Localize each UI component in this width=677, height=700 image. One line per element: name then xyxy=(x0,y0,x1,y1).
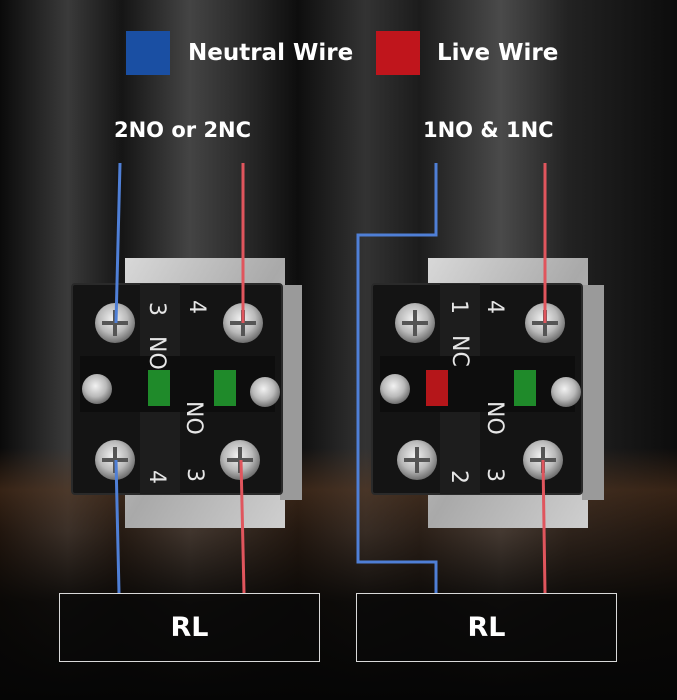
live-wire-label: Live Wire xyxy=(437,40,559,66)
left-neutral-wire-out xyxy=(114,459,121,594)
left-contact-block xyxy=(71,258,302,528)
right-terminal-number-top-left: 1 xyxy=(446,300,471,314)
right-terminal-number-top-right: 4 xyxy=(482,300,507,314)
right-neutral-wire-loop xyxy=(356,163,438,593)
neutral-wire-swatch xyxy=(126,31,170,75)
left-terminal-number-bottom-left: 4 xyxy=(144,470,169,484)
left-middle-band xyxy=(80,356,275,412)
left-neutral-wire-in xyxy=(114,162,122,324)
right-middle-band xyxy=(380,356,575,412)
right-indicator-1 xyxy=(426,370,448,406)
left-load-box: RL xyxy=(59,593,320,662)
right-contact-type-bottom: NO xyxy=(482,401,507,435)
left-side-plate xyxy=(280,285,302,500)
left-terminal-number-top-left: 3 xyxy=(144,302,169,316)
left-screw-mid-right xyxy=(250,377,280,407)
left-indicator-2 xyxy=(214,370,236,406)
right-screw-mid-left xyxy=(380,374,410,404)
left-screw-mid-left xyxy=(82,374,112,404)
right-load-box: RL xyxy=(356,593,617,662)
left-indicator-1 xyxy=(148,370,170,406)
right-screw-bottom-left xyxy=(397,440,437,480)
left-terminal-number-top-right: 4 xyxy=(184,300,209,314)
right-screw-top-left xyxy=(395,303,435,343)
left-terminal-number-bottom-right: 3 xyxy=(182,468,207,482)
right-side-plate xyxy=(582,285,604,500)
left-config-title: 2NO or 2NC xyxy=(114,118,252,142)
left-live-wire-out xyxy=(239,459,246,594)
right-screw-mid-right xyxy=(551,377,581,407)
left-screw-bottom-left xyxy=(95,440,135,480)
right-terminal-number-bottom-right: 3 xyxy=(482,468,507,482)
right-contact-type-top: NC xyxy=(447,335,472,367)
live-wire-swatch xyxy=(376,31,420,75)
right-live-wire-out xyxy=(541,459,547,594)
right-contact-block xyxy=(371,258,604,528)
right-terminal-number-bottom-left: 2 xyxy=(446,470,471,484)
right-indicator-2 xyxy=(514,370,536,406)
right-config-title: 1NO & 1NC xyxy=(423,118,554,142)
left-contact-type-bottom: NO xyxy=(181,401,206,435)
neutral-wire-label: Neutral Wire xyxy=(188,40,354,66)
left-contact-type-top: NO xyxy=(144,336,169,370)
